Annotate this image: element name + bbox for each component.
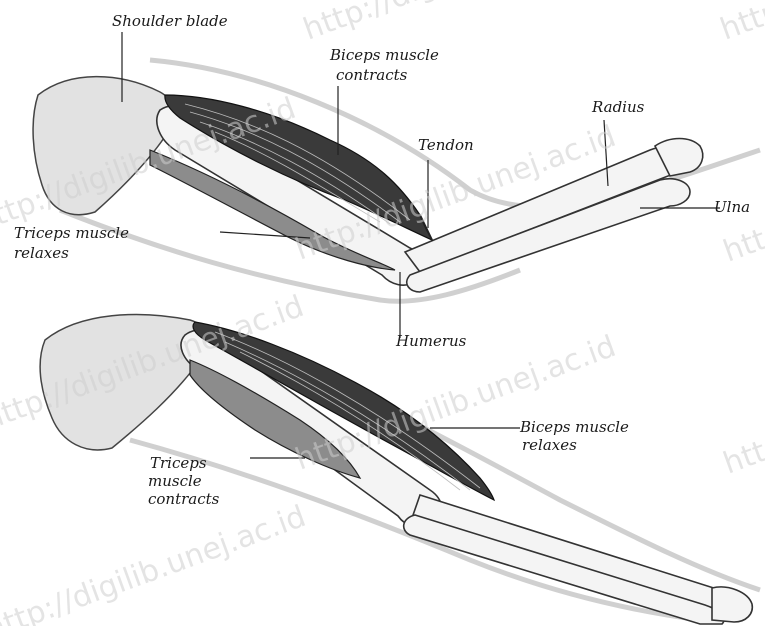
- label-biceps-relaxes-line1: Biceps muscle: [519, 418, 629, 436]
- label-triceps-relaxes-line2: relaxes: [14, 244, 69, 262]
- label-biceps-relaxes-line2: relaxes: [522, 436, 577, 454]
- label-shoulder-blade: Shoulder blade: [112, 12, 228, 30]
- label-biceps-contracts-line2: contracts: [336, 66, 408, 84]
- watermark: http://digilib.unej.ac.id: [0, 499, 310, 626]
- label-radius: Radius: [591, 98, 645, 116]
- watermark: http://digilib.unej.ac.id: [719, 333, 765, 482]
- watermark: http://digilib.unej.ac.id: [716, 0, 765, 48]
- ulna-bottom: [404, 515, 724, 624]
- label-biceps-contracts-line1: Biceps muscle: [329, 46, 439, 64]
- wrist-bottom: [712, 587, 752, 622]
- label-tendon: Tendon: [418, 136, 474, 154]
- watermark: http://digilib.unej.ac.id: [299, 0, 629, 48]
- label-triceps-contracts-line2: muscle: [148, 472, 202, 490]
- label-triceps-contracts-line1: Triceps: [150, 454, 207, 472]
- label-ulna: Ulna: [714, 198, 750, 216]
- label-triceps-contracts-line3: contracts: [148, 490, 220, 508]
- label-triceps-relaxes-line1: Triceps muscle: [14, 224, 129, 242]
- watermark: http://digilib.unej.ac.id: [719, 121, 765, 270]
- label-humerus: Humerus: [395, 332, 467, 350]
